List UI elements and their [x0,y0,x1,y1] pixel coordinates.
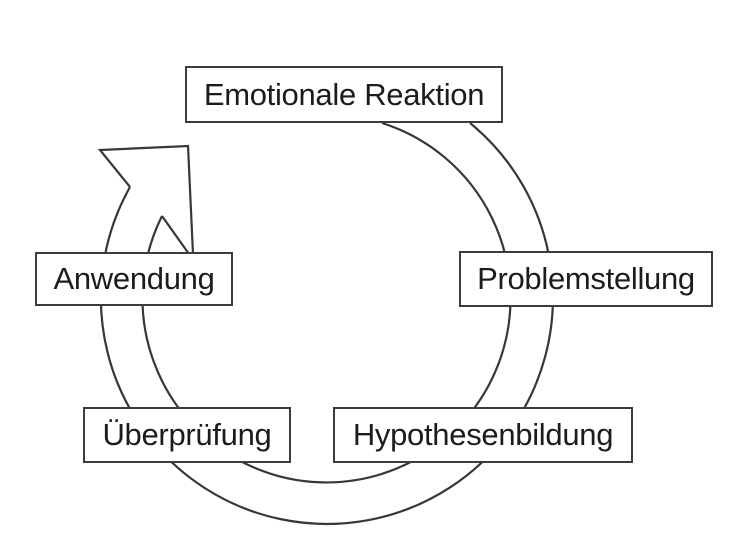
cycle-arrowhead [97,144,195,255]
node-hypothesenbildung: Hypothesenbildung [333,407,633,463]
node-ueberpruefung: Überprüfung [83,407,291,463]
node-label: Anwendung [53,261,215,296]
node-problemstellung: Problemstellung [459,251,713,307]
node-label: Hypothesenbildung [352,417,614,452]
cycle-arrowhead-notch [161,215,190,255]
node-label: Problemstellung [477,261,695,296]
node-anwendung: Anwendung [35,252,233,306]
cycle-inner-arc [141,121,512,484]
cycle-outer-arc [99,122,555,525]
node-label: Überprüfung [102,417,272,452]
node-label: Emotionale Reaktion [203,76,485,112]
node-emotionale-reaktion: Emotionale Reaktion [185,66,503,123]
